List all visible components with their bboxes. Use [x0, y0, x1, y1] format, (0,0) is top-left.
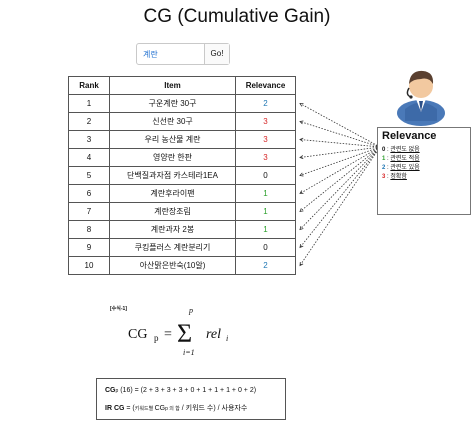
formula-term-sub: i	[226, 334, 228, 343]
connector-arrowhead	[299, 155, 304, 160]
formula-term: rel	[206, 327, 221, 342]
connector-arrowhead	[299, 208, 304, 213]
connector-arrowhead	[299, 243, 304, 249]
legend-title: Relevance	[382, 130, 437, 142]
connector-arrowhead	[299, 137, 304, 142]
connector-line	[299, 146, 381, 230]
connector-line	[299, 146, 381, 248]
relevance-cell: 2	[235, 256, 296, 275]
connector-line	[299, 146, 381, 158]
connector-arrowhead	[299, 120, 304, 125]
legend-item: 1 : 관련도 적음	[382, 156, 420, 162]
connector-arrowhead	[299, 172, 304, 177]
cg-formula: CG p = p Σ i=1 rel i	[128, 306, 228, 357]
example-line-1: CGp (16) = (2 + 3 + 3 + 3 + 0 + 1 + 1 + …	[105, 387, 257, 394]
connector-line	[299, 146, 381, 194]
formula-lower: i=1	[183, 348, 195, 357]
svg-text:=: =	[164, 327, 172, 342]
example-box: CGp (16) = (2 + 3 + 3 + 3 + 0 + 1 + 1 + …	[96, 378, 286, 420]
legend-item: 3 : 정확함	[382, 174, 407, 180]
relevance-legend: Relevance 0 : 관련도 없음 1 : 관련도 적음 2 : 관련도 있음…	[377, 127, 471, 215]
formula-label: [수식-1]	[110, 306, 127, 312]
svg-text:Σ: Σ	[177, 319, 192, 348]
connector-line	[299, 103, 381, 148]
formula-lhs-sub: p	[154, 333, 159, 343]
connector-arrowhead	[299, 190, 304, 194]
search-input[interactable]: 계란	[137, 44, 205, 64]
connector-line	[299, 146, 381, 266]
connector-arrowhead	[299, 261, 304, 267]
connector-line	[299, 146, 381, 212]
legend-item: 2 : 관련도 있음	[382, 165, 420, 171]
formula-upper: p	[188, 306, 193, 315]
user-icon	[395, 66, 447, 126]
search-box: 계란 Go!	[136, 43, 230, 65]
connector-arrowhead	[299, 103, 304, 107]
legend-item: 0 : 관련도 없음	[382, 147, 420, 153]
connector-line	[299, 146, 381, 176]
connector-line	[299, 139, 381, 148]
example-line-2: IR CG = (키워드별 CGp 의 합 / 키워드 수) / 사용자수	[105, 405, 248, 412]
go-button[interactable]: Go!	[205, 44, 229, 64]
formula-lhs: CG	[128, 327, 147, 342]
connector-line	[299, 121, 381, 148]
page-title: CG (Cumulative Gain)	[143, 6, 331, 27]
connector-arrowhead	[299, 226, 304, 231]
